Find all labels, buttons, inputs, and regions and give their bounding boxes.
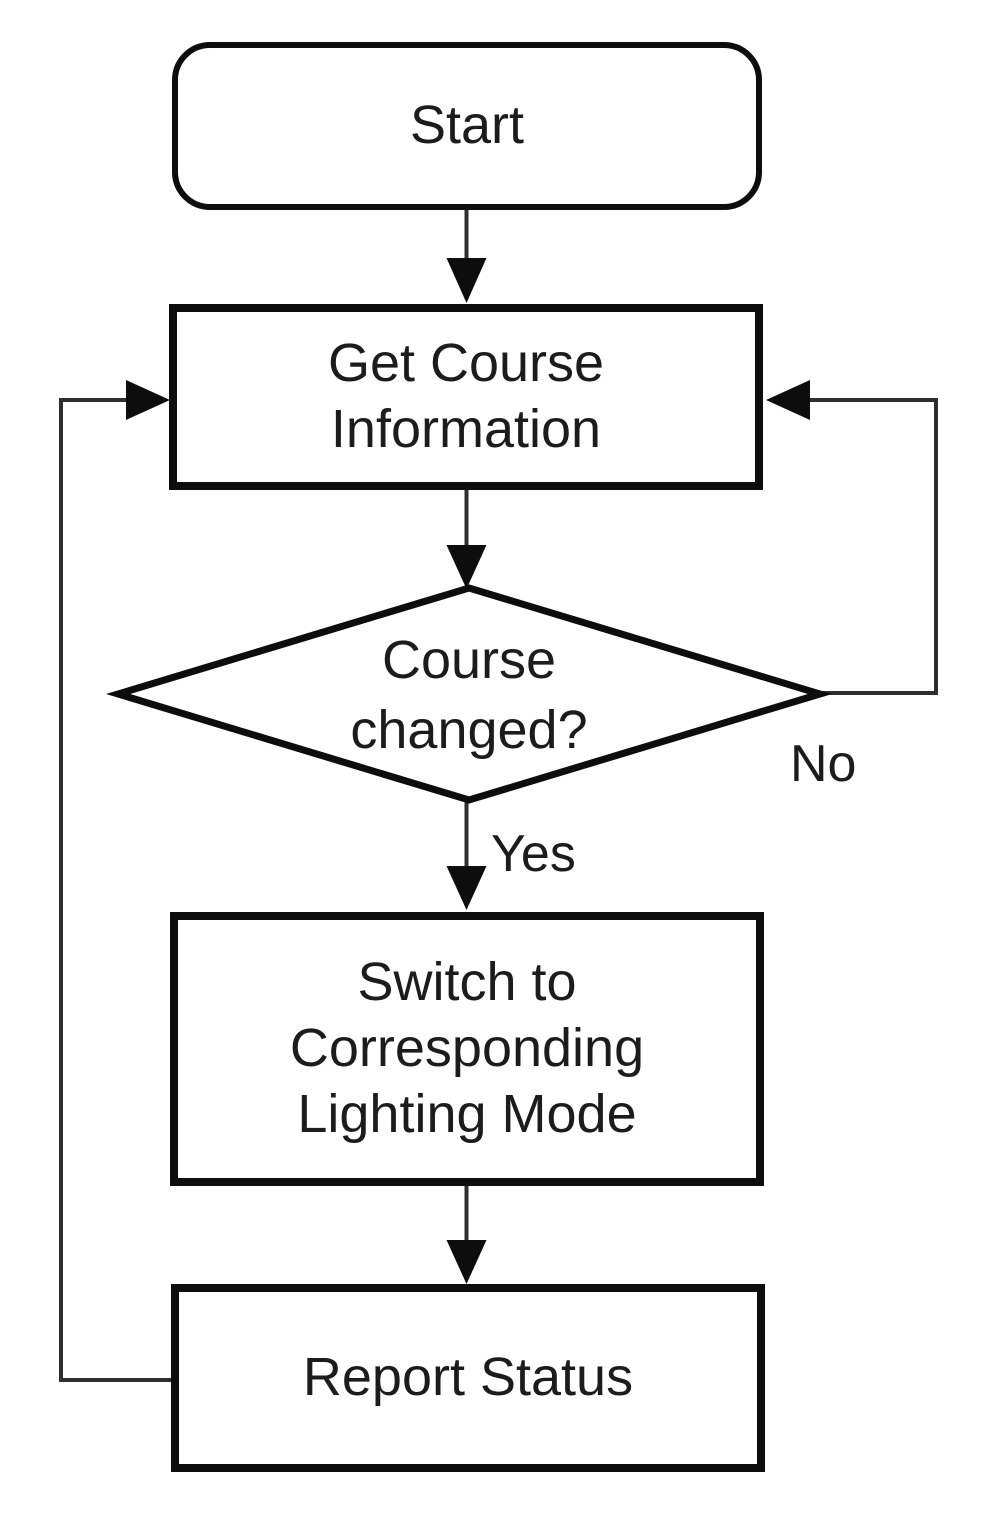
- node-start: Start: [172, 42, 762, 210]
- node-report-status-label: Report Status: [302, 1347, 634, 1408]
- node-start-label: Start: [409, 95, 525, 156]
- arrowhead-right-icon: [126, 380, 170, 420]
- edge-report-to-getinfo: [59, 398, 176, 1382]
- edge-label-yes: Yes: [491, 825, 576, 883]
- node-get-course-information-label: Get Course Information: [327, 333, 605, 459]
- arrowhead-down-icon: [446, 545, 487, 589]
- arrowhead-down-icon: [446, 866, 487, 910]
- node-switch-lighting-mode: Switch to Corresponding Lighting Mode: [170, 912, 764, 1186]
- edge-label-no: No: [790, 735, 857, 793]
- node-course-changed: Course changed?: [289, 600, 649, 790]
- arrowhead-left-icon: [766, 380, 810, 420]
- node-report-status: Report Status: [171, 1284, 765, 1472]
- arrowhead-down-icon: [446, 258, 487, 303]
- node-get-course-information: Get Course Information: [169, 304, 763, 490]
- node-course-changed-label: Course changed?: [350, 629, 588, 760]
- arrowhead-down-icon: [446, 1240, 487, 1284]
- decision-diamond-shape: [105, 584, 833, 804]
- node-switch-lighting-mode-label: Switch to Corresponding Lighting Mode: [289, 952, 645, 1144]
- edge-decision-no: [810, 398, 938, 695]
